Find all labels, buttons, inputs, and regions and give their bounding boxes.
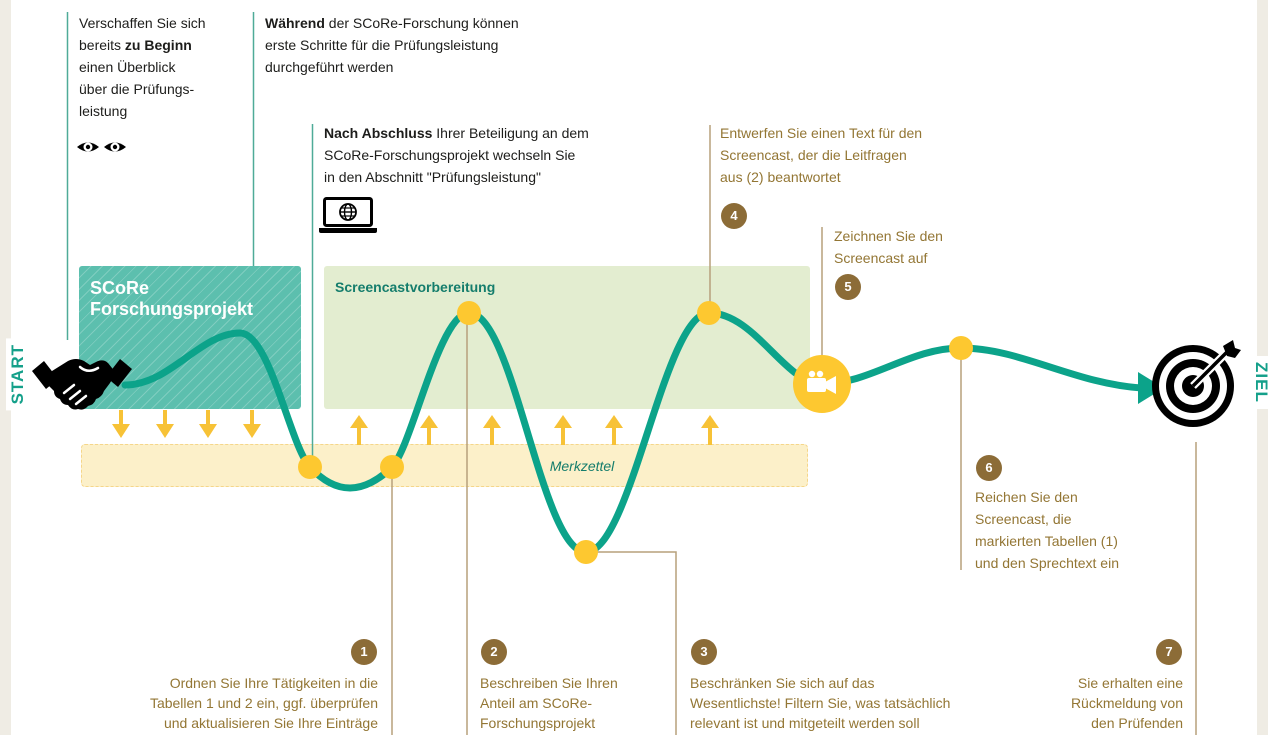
arrow-down-icon [199,410,217,438]
note-after-line: Nach Abschluss Ihrer Beteiligung an dem [324,122,589,144]
note-overview-line: bereits zu Beginn [79,34,206,56]
step-6-text: Reichen Sie den Screencast, die markiert… [975,486,1119,574]
step-6-line: Screencast, die [975,511,1072,527]
milestone-dot-step-2 [457,301,481,325]
research-phase-title-line-1: SCoRe [90,278,150,298]
arrow-up-icon [483,415,501,445]
step-1-text: Ordnen Sie Ihre Tätigkeiten in die Tabel… [150,673,378,733]
note-overview-line: einen Überblick [79,59,176,75]
step-1-line: und aktualisieren Sie Ihre Einträge [163,715,378,731]
step-3-line: relevant ist und mitgeteilt werden soll [690,715,920,731]
milestone-dot-step-1 [380,455,404,479]
note-overview-emphasis: zu Beginn [124,37,192,53]
research-phase-box [79,266,301,409]
goal-label: ZIEL [1249,356,1268,409]
arrow-down-icon [156,410,174,438]
note-during-line: Während der SCoRe-Forschung können [265,12,519,34]
note-after: Nach Abschluss Ihrer Beteiligung an dem … [324,122,589,188]
eyes-icon [76,138,128,156]
step-1-line: Ordnen Sie Ihre Tätigkeiten in die [169,675,378,691]
note-during-text: der SCoRe-Forschung können [324,15,519,31]
step-6-number: 6 [976,455,1002,481]
laptop-globe-icon [319,196,377,234]
research-phase-title: SCoRe Forschungsprojekt [90,278,253,320]
step-5-line: Screencast auf [834,250,928,266]
milestones [298,301,973,564]
arrow-up-icon [420,415,438,445]
milestone-dot-step-6 [949,336,973,360]
step-5-line: Zeichnen Sie den [834,228,943,244]
step-7-text: Sie erhalten eine Rückmeldung von den Pr… [1071,673,1183,733]
step-1-line: Tabellen 1 und 2 ein, ggf. überprüfen [149,695,378,711]
note-after-text: Ihrer Beteiligung an dem [432,125,589,141]
guide-line-step-3 [597,551,677,735]
process-path [121,309,1146,556]
step-4-number: 4 [721,203,747,229]
step-2-line: Beschreiben Sie Ihren [480,675,618,691]
step-2-line: Forschungsprojekt [480,715,596,731]
note-overview: Verschaffen Sie sich bereits zu Beginn e… [79,12,206,122]
research-phase-title-line-2: Forschungsprojekt [90,299,254,319]
note-during-line: durchgeführt werden [265,59,394,75]
step-6-line: markierten Tabellen (1) [975,533,1118,549]
arrows-to-notes [112,410,261,438]
step-3-line: Beschränken Sie sich auf das [690,675,875,691]
notes-label: Merkzettel [549,458,615,474]
step-4-text: Entwerfen Sie einen Text für den Screenc… [720,122,922,188]
step-5-number: 5 [835,274,861,300]
arrow-down-icon [112,410,130,438]
milestone-dot-step-4 [697,301,721,325]
note-during-line: erste Schritte für die Prüfungsleistung [265,37,499,53]
milestone-dot-after [298,455,322,479]
step-2-line: Anteil am SCoRe- [480,695,593,711]
step-7-line: Rückmeldung von [1070,695,1183,711]
note-after-line: in den Abschnitt "Prüfungsleistung" [324,169,541,185]
step-7-number: 7 [1156,639,1182,665]
step-3-text: Beschränken Sie sich auf das Wesentlichs… [690,673,950,733]
left-border-strip [0,0,11,735]
arrow-down-icon [243,410,261,438]
teal-guide-lines [66,12,314,457]
step-7-line: Sie erhalten eine [1077,675,1183,691]
step-2-text: Beschreiben Sie Ihren Anteil am SCoRe- F… [480,673,618,733]
note-after-line: SCoRe-Forschungsprojekt wechseln Sie [324,147,576,163]
arrow-up-icon [701,415,719,445]
step-6-line: und den Sprechtext ein [975,555,1119,571]
olive-guide-lines [391,125,1197,735]
note-overview-line: leistung [79,103,128,119]
step-4-line: Screencast, der die Leitfragen [720,147,907,163]
arrows-from-notes [350,415,719,445]
preparation-phase-box [324,266,810,409]
step-4-line: aus (2) beantwortet [720,169,841,185]
note-overview-text: bereits [79,37,125,53]
step-6-line: Reichen Sie den [975,489,1078,505]
step-5-text: Zeichnen Sie den Screencast auf [834,225,943,269]
note-overview-line: Verschaffen Sie sich [79,15,206,31]
note-during-emphasis: Während [265,15,325,31]
note-after-emphasis: Nach Abschluss [324,125,433,141]
path-arrowhead [1138,372,1164,404]
step-2-number: 2 [481,639,507,665]
step-3-number: 3 [691,639,717,665]
step-1-number: 1 [351,639,377,665]
arrow-up-icon [554,415,572,445]
video-camera-icon [807,370,836,394]
handshake-icon [32,349,132,413]
target-icon [1147,338,1243,434]
step-4-line: Entwerfen Sie einen Text für den [720,125,923,141]
arrow-up-icon [350,415,368,445]
arrow-up-icon [605,415,623,445]
step-3-line: Wesentlichste! Filtern Sie, was tatsächl… [690,695,951,711]
preparation-phase-title: Screencastvorbereitung [335,279,496,295]
notes-area [81,444,808,487]
note-overview-line: über die Prüfungs- [79,81,195,97]
milestone-dot-step-3 [574,540,598,564]
step-7-line: den Prüfenden [1091,715,1183,731]
note-during: Während der SCoRe-Forschung können erste… [265,12,519,78]
